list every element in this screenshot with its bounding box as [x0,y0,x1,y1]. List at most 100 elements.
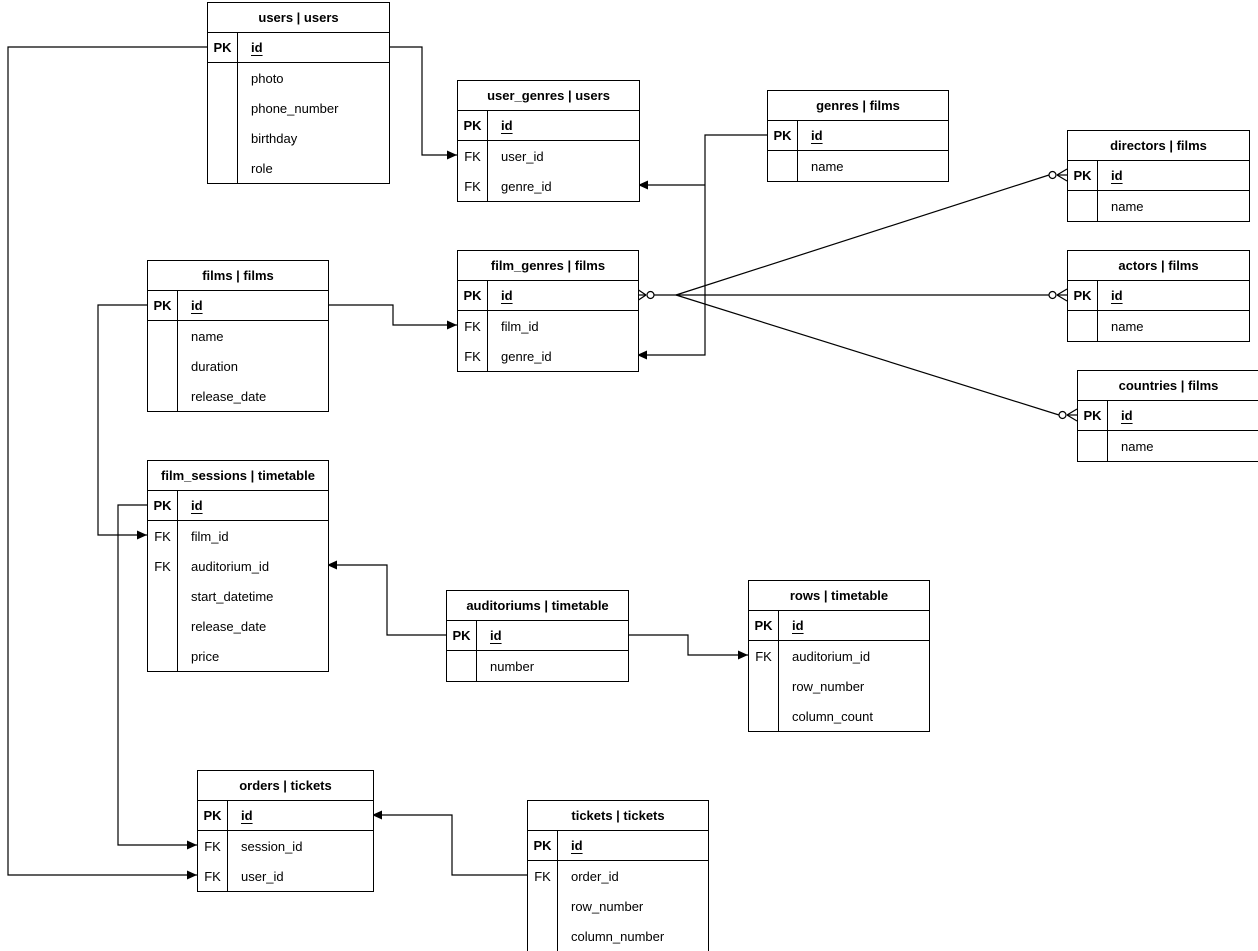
edge-films-id-to-film_genres-film_id [327,304,457,326]
arrow-head-icon [327,560,337,570]
pk-label-rows: PK [749,611,779,640]
pk-label-orders: PK [198,801,228,830]
key-spacer [749,671,778,701]
edge-film_genres-to-countries [675,294,1060,416]
field-film_genres-film_id: film_id [501,318,539,334]
zero-marker-directors-circle-icon [1048,170,1057,180]
pk-field-film_genres: id [501,288,513,303]
pk-label-directors: PK [1068,161,1098,190]
key-spacer [148,381,177,411]
pk-field-films: id [191,298,203,313]
many-marker-directors-crowfoot-icon [1056,168,1068,176]
pk-field-countries: id [1121,408,1133,423]
field-users-role: role [251,160,273,176]
arrow-head-icon [637,350,647,360]
arrow-head-icon [447,150,457,160]
pk-field-tickets: id [571,838,583,853]
fk-label-tickets-order_id: FK [534,868,551,884]
key-spacer [208,153,237,183]
table-title-countries: countries | films [1078,371,1258,401]
key-spacer [148,581,177,611]
key-spacer [208,93,237,123]
zero-marker-film_genres-circle-icon [646,290,655,300]
field-tickets-order_id: order_id [571,868,619,884]
fk-label-rows-auditorium_id: FK [755,648,772,664]
key-spacer [528,891,557,921]
field-actors-name: name [1111,318,1144,334]
field-film_sessions-auditorium_id: auditorium_id [191,558,270,574]
field-film_sessions-release_date: release_date [191,618,267,634]
pk-label-users: PK [208,33,238,62]
field-films-duration: duration [191,358,238,374]
fk-label-film_genres-film_id: FK [464,318,481,334]
field-auditoriums-number: number [490,658,535,674]
pk-label-film_sessions: PK [148,491,178,520]
arrow-head-icon [447,320,457,330]
edge-auditoriums-id-to-film_sessions-auditorium_id [327,564,446,636]
arrow-head-icon [137,530,147,540]
field-countries-name: name [1121,438,1154,454]
fk-label-orders-session_id: FK [204,838,221,854]
key-spacer [208,123,237,153]
pk-field-users: id [251,40,263,55]
many-marker-directors-crowfoot-icon [1056,174,1068,182]
field-directors-name: name [1111,198,1144,214]
key-spacer [148,611,177,641]
fk-label-film_sessions-film_id: FK [154,528,171,544]
pk-field-film_sessions: id [191,498,203,513]
field-film_sessions-start_datetime: start_datetime [191,588,274,604]
key-spacer [148,351,177,381]
table-title-films: films | films [148,261,328,291]
many-marker-actors-crowfoot-icon [1056,294,1068,302]
key-spacer [528,921,557,951]
pk-field-actors: id [1111,288,1123,303]
edge-film_sessions-id-to-orders-session_id [117,504,197,846]
pk-label-auditoriums: PK [447,621,477,650]
fk-label-film_sessions-auditorium_id: FK [154,558,171,574]
zero-marker-countries-circle-icon [1058,410,1067,420]
field-rows-row_number: row_number [792,678,865,694]
arrow-head-icon [372,810,382,820]
edge-genres-id-to-film_genres-genre_id [637,134,767,356]
pk-field-genres: id [811,128,823,143]
table-title-tickets: tickets | tickets [528,801,708,831]
pk-label-tickets: PK [528,831,558,860]
edge-users-id-to-orders-user_id [7,46,207,876]
pk-label-genres: PK [768,121,798,150]
key-spacer [1078,431,1107,461]
pk-field-directors: id [1111,168,1123,183]
table-title-film_sessions: film_sessions | timetable [148,461,328,491]
table-title-user_genres: user_genres | users [458,81,639,111]
key-spacer [749,701,778,731]
key-spacer [148,321,177,351]
key-spacer [1068,311,1097,341]
table-title-film_genres: film_genres | films [458,251,638,281]
fk-label-user_genres-genre_id: FK [464,178,481,194]
table-title-rows: rows | timetable [749,581,929,611]
key-spacer [1068,191,1097,221]
field-orders-user_id: user_id [241,868,284,884]
key-spacer [208,63,237,93]
field-film_sessions-price: price [191,648,220,664]
edge-film_genres-to-directors [675,174,1050,296]
pk-field-auditoriums: id [490,628,502,643]
edge-films-id-to-film_sessions-film_id [97,304,147,536]
field-users-photo: photo [251,70,284,86]
field-user_genres-user_id: user_id [501,148,544,164]
pk-field-user_genres: id [501,118,513,133]
